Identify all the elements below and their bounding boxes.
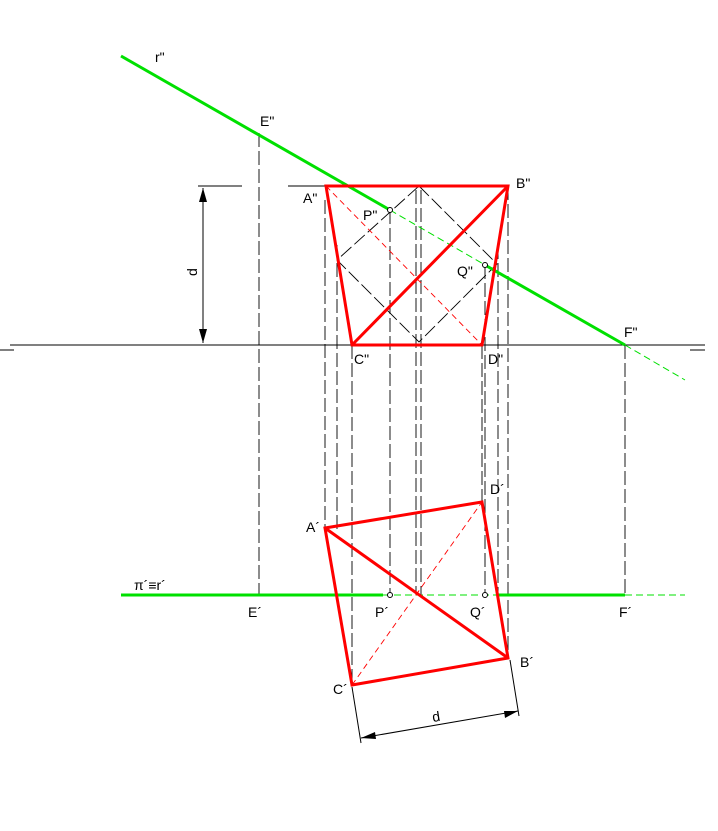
- label-d-top: d: [431, 708, 441, 725]
- label-Q2: Q": [457, 263, 473, 279]
- projection-lines: [258, 133, 626, 685]
- labels: r" E" A" B" P" Q" C" D" F" d A´ D´ π´≡r´…: [134, 49, 638, 725]
- intersection-points: [387, 207, 488, 598]
- label-B2: B": [516, 175, 530, 191]
- line-r-front: [120, 54, 686, 381]
- distance-d-top: [351, 659, 520, 744]
- front-view-construction: [198, 185, 498, 346]
- label-C1: C´: [333, 681, 348, 697]
- label-D1: D´: [490, 481, 505, 497]
- square-front-view: [324, 184, 510, 347]
- label-P2: P": [363, 207, 377, 223]
- point-Q-top: [482, 592, 488, 598]
- label-A1: A´: [306, 519, 320, 535]
- label-A2: A": [303, 190, 317, 206]
- point-P-front: [387, 207, 393, 213]
- label-C2: C": [354, 351, 369, 367]
- distance-d-front: [199, 188, 207, 343]
- label-B1: B´: [520, 654, 534, 670]
- label-Q1: Q´: [470, 604, 486, 620]
- label-E2: E": [260, 113, 274, 129]
- square-top-view: [323, 500, 510, 687]
- label-P1: P´: [375, 604, 389, 620]
- label-F1: F´: [619, 604, 632, 620]
- label-d-front: d: [184, 268, 200, 276]
- label-pi-r: π´≡r´: [134, 577, 166, 593]
- label-E1: E´: [248, 604, 262, 620]
- label-r2: r": [155, 49, 165, 65]
- label-F2: F": [624, 324, 638, 340]
- point-P-top: [387, 592, 393, 598]
- point-Q-front: [482, 262, 488, 268]
- label-D2: D": [488, 351, 503, 367]
